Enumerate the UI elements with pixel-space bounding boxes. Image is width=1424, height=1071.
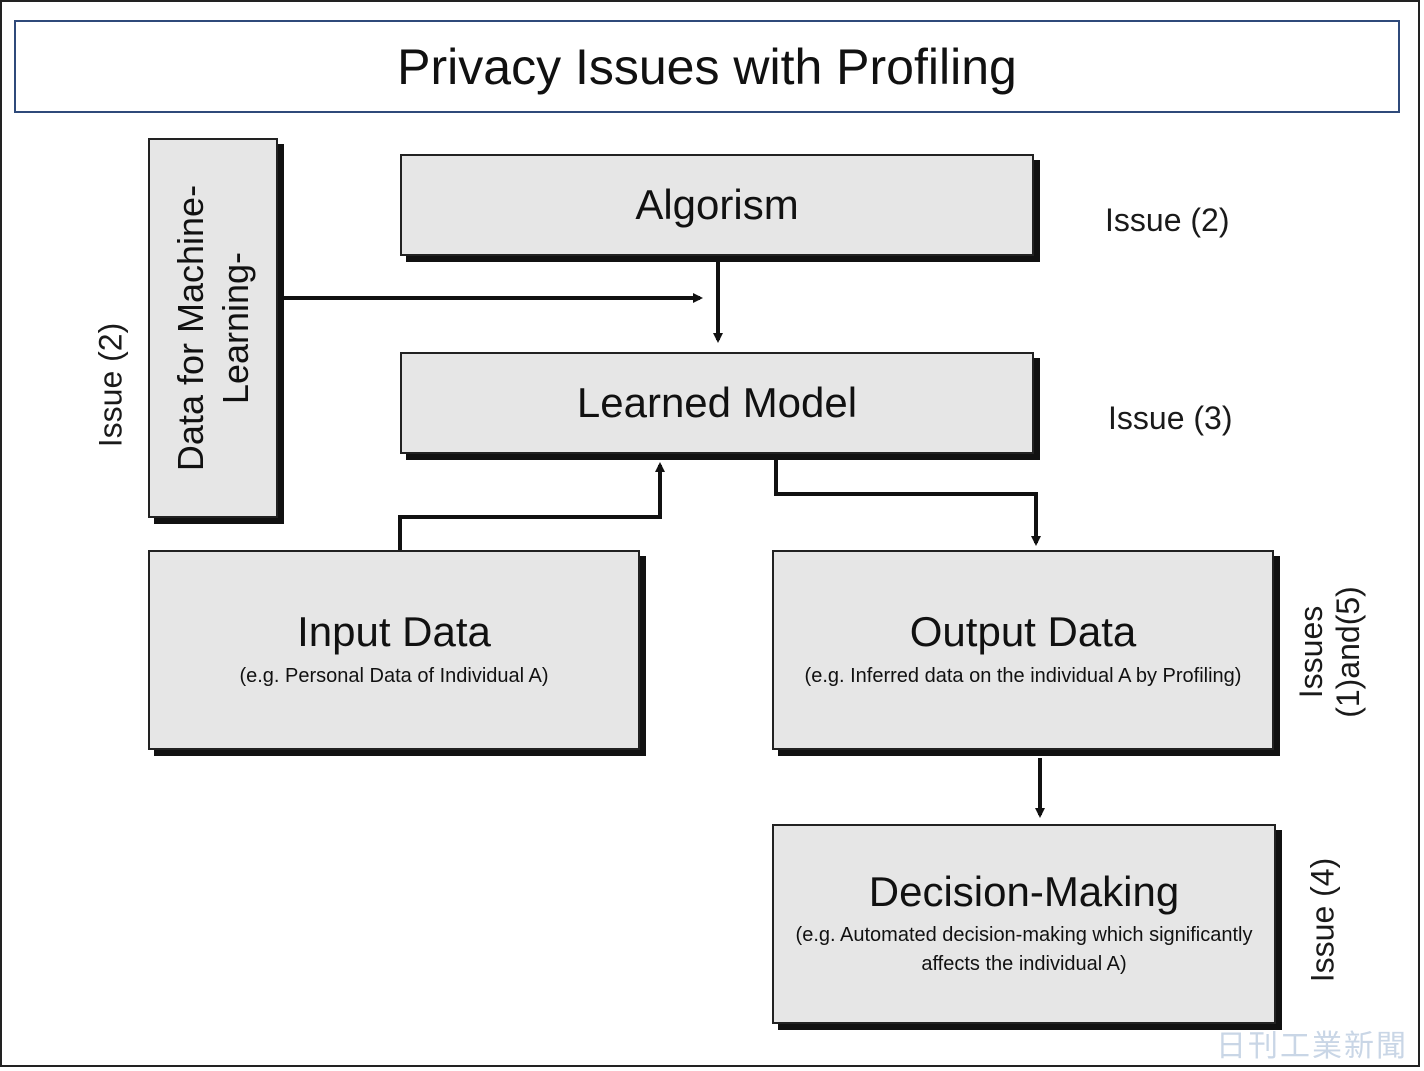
publisher-watermark: 日刊工業新聞 [1216,1030,1408,1063]
decision-making-label: Decision-Making [868,867,1180,915]
ml-data-line2: Learning- [215,251,256,405]
output-data-example: (e.g. Inferred data on the individual A … [804,664,1242,687]
issue-learned-model: Issue (3) [1108,400,1233,436]
diagram-title: Privacy Issues with Profiling [397,38,1017,95]
issue-ml-data: Issue (2) [92,322,129,448]
algorism-box: Algorism [400,154,1034,256]
algorism-label: Algorism [635,180,799,228]
arrow-input-to-model [398,462,665,550]
issue-output-data: Issues (1)and(5) [1293,586,1367,718]
title-box: Privacy Issues with Profiling [14,20,1400,113]
arrow-model-to-output [774,460,1041,546]
input-data-box: Input Data (e.g. Personal Data of Indivi… [148,550,640,750]
output-data-label: Output Data [909,608,1137,656]
input-data-label: Input Data [297,608,491,656]
issue-decision-making: Issue (4) [1304,857,1341,983]
input-data-example: (e.g. Personal Data of Individual A) [239,664,549,687]
learned-model-label: Learned Model [576,378,858,426]
ml-data-box: Data for Machine- Learning- [148,138,278,518]
output-data-box: Output Data (e.g. Inferred data on the i… [772,550,1274,750]
issue-output-line1: Issues [1293,605,1330,699]
decision-making-box: Decision-Making (e.g. Automated decision… [772,824,1276,1024]
issue-algorism: Issue (2) [1105,202,1230,238]
decision-making-example: (e.g. Automated decision-making which si… [795,924,1253,976]
learned-model-box: Learned Model [400,352,1034,454]
ml-data-line1: Data for Machine- [170,184,211,472]
issue-output-line2: (1)and(5) [1330,586,1366,718]
